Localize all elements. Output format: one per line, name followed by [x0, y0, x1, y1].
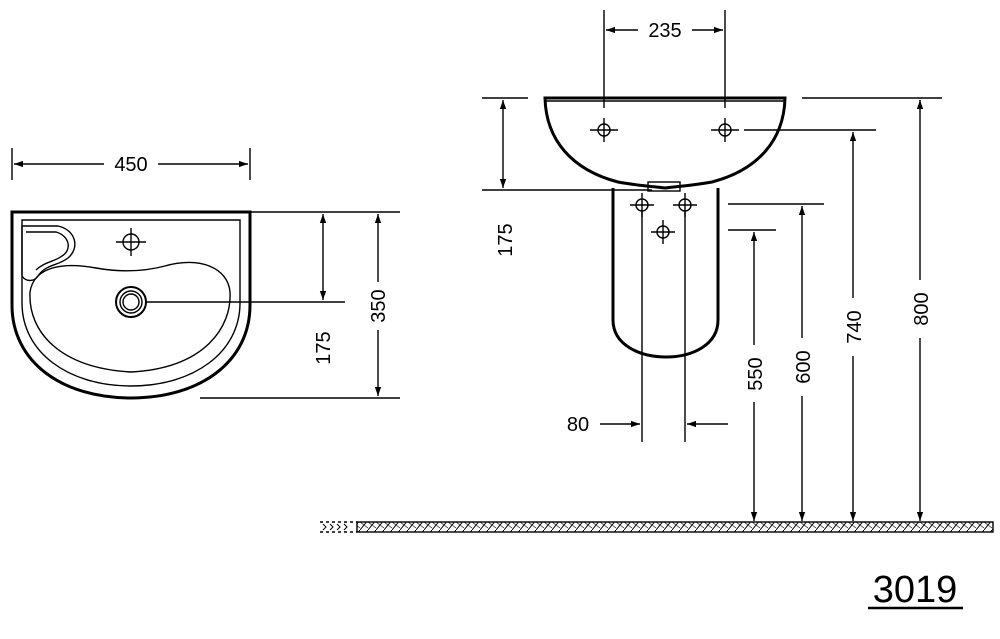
floor-line	[320, 521, 994, 533]
dim-label-800: 800	[911, 292, 933, 325]
dim-label-550: 550	[745, 357, 767, 390]
dim-label-740: 740	[844, 310, 866, 343]
pedestal-hole-center	[651, 220, 675, 244]
dim-label-175-side-view: 175	[495, 223, 517, 256]
basin-side-outline	[543, 96, 787, 190]
pedestal-outline	[611, 188, 720, 359]
dim-label-175-top-view: 175	[313, 331, 335, 364]
side-view: 235 175 80 550 600 740 800	[482, 10, 942, 521]
tap-hole	[116, 228, 146, 256]
drain	[115, 286, 147, 318]
soap-tray	[21, 225, 76, 282]
bowl-outline	[29, 261, 231, 373]
basin-inner-rim	[21, 219, 241, 387]
model-number: 3019	[873, 569, 958, 611]
basin-outline	[10, 210, 252, 400]
basin-tap-hole-right	[711, 118, 739, 142]
dim-label-350: 350	[368, 289, 390, 322]
basin-tap-hole-left	[590, 118, 618, 142]
dim-label-80: 80	[567, 414, 589, 436]
soap-tray-inner	[26, 231, 69, 271]
dim-label-600: 600	[793, 350, 815, 383]
pedestal-top-slot	[647, 181, 681, 192]
top-view: 450 175 350	[10, 148, 400, 400]
dim-label-450: 450	[114, 154, 147, 176]
dim-label-235: 235	[648, 20, 681, 42]
